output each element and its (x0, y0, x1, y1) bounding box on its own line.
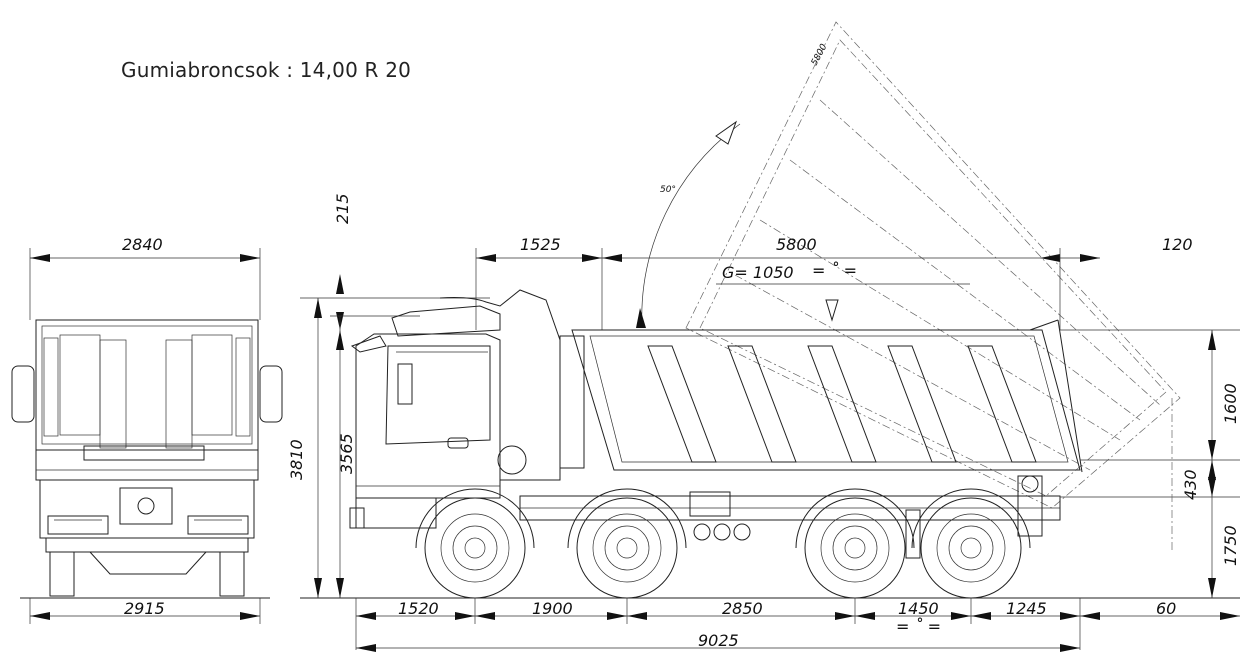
dim-tail-extra-label: 60 (1156, 599, 1176, 618)
dim-axle-3-4-label: 1450 (898, 599, 939, 618)
tipped-body-label: 5800 (810, 42, 830, 67)
dim-tip-clearance-label: 215 (333, 193, 352, 224)
dim-height-total-label: 3810 (287, 439, 306, 480)
wheel-1 (415, 488, 535, 599)
truck-cab (349, 289, 561, 529)
svg-text:= ˚ =: = ˚ = (812, 261, 857, 280)
dim-center-gravity-label: G= 1050 (722, 263, 794, 282)
dim-rear-overhang-label: 1245 (1006, 599, 1047, 618)
rear-bottom-width-label: 2915 (124, 599, 165, 618)
dim-rear-height-label: 1750 (1221, 525, 1240, 566)
wheel-3 (795, 488, 915, 599)
rear-view: 2840 2915 (11, 235, 283, 624)
tire-spec-title: Gumiabroncsok : 14,00 R 20 (121, 58, 412, 82)
dim-cab-gap-label: 1525 (520, 235, 561, 254)
dim-axle-2-3-label: 2850 (722, 599, 763, 618)
dim-overall-length-label: 9025 (698, 631, 739, 650)
dump-body (559, 319, 1083, 473)
svg-text:= ˚ =: = ˚ = (896, 617, 941, 636)
dim-height-body-label: 3565 (337, 433, 356, 474)
dim-tail-overhang-label: 120 (1162, 235, 1193, 254)
wheel-4 (911, 488, 1031, 599)
dim-rear-gap-label: 430 (1181, 469, 1200, 500)
dim-box-height-label: 1600 (1221, 383, 1240, 424)
dim-front-overhang-label: 1520 (398, 599, 439, 618)
wheel-2 (567, 488, 687, 599)
dim-body-length-label: 5800 (776, 235, 817, 254)
dim-axle-1-2-label: 1900 (532, 599, 573, 618)
tip-angle-label: 50° (660, 185, 676, 195)
rear-top-width-label: 2840 (122, 235, 163, 254)
side-view: 5800 50° 1525 5800 120 G= 1050 = ˚ = 215 (287, 21, 1240, 652)
